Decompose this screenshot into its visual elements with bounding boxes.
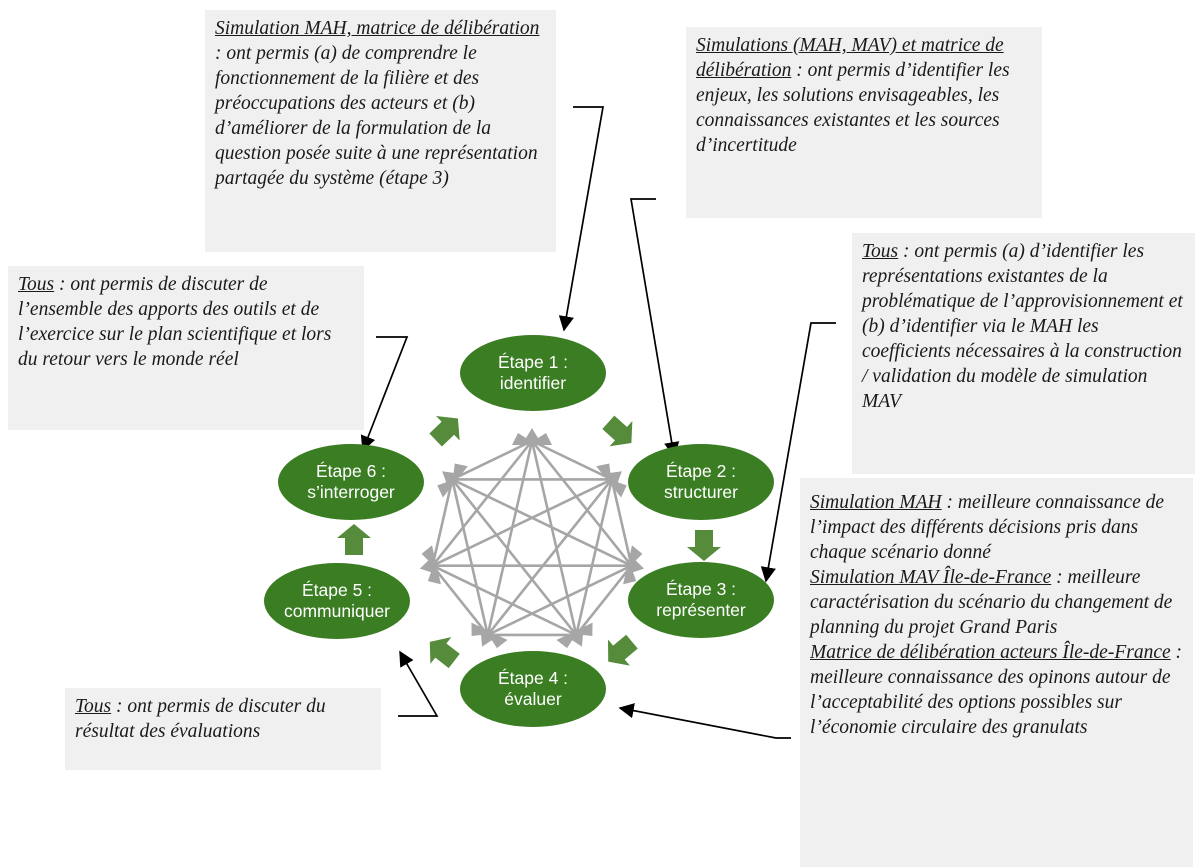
- network-node: [623, 545, 645, 585]
- note-bottom-right: Simulation MAH : meilleure connaissance …: [800, 478, 1193, 867]
- step-title: Étape 5 :: [301, 580, 373, 600]
- cycle-arrow-6-to-1: [429, 415, 460, 447]
- step-4-evaluer: Étape 4 : évaluer: [460, 651, 606, 727]
- note-head: Simulations (MAH, MAV) et matrice de dél…: [696, 35, 1004, 81]
- network-edge: [451, 478, 633, 567]
- network-edge: [610, 479, 633, 566]
- step-title: Étape 6 :: [315, 461, 387, 481]
- step-label: évaluer: [504, 689, 562, 709]
- network-node: [556, 622, 593, 649]
- cycle-arrow-4-to-5: [429, 637, 460, 669]
- network-node: [512, 428, 552, 445]
- network-edge: [431, 564, 577, 637]
- note-head: Tous: [75, 696, 112, 717]
- network-edge: [530, 440, 578, 636]
- step-2-structurer: Étape 2 : structurer: [628, 444, 774, 520]
- note-middle-right: Tous : ont permis (a) d’identifier les r…: [852, 233, 1195, 474]
- note-head: Simulation MAV Île-de-France: [810, 567, 1052, 588]
- step-1-identifier: Étape 1 : identifier: [460, 335, 606, 411]
- note-head: Matrice de délibération acteurs Île-de-F…: [810, 642, 1171, 663]
- step-label: identifier: [499, 373, 567, 393]
- network-node: [419, 545, 441, 585]
- note-head: Tous: [862, 241, 899, 262]
- connector-left-bottom: [398, 650, 439, 717]
- network-edge: [574, 479, 614, 636]
- step-title: Étape 4 :: [497, 668, 569, 688]
- step-5-communiquer: Étape 5 : communiquer: [264, 563, 410, 639]
- cycle-arrow-1-to-2: [602, 415, 633, 447]
- connector-left-top: [360, 336, 409, 452]
- connector-middle-right: [760, 322, 836, 583]
- connector-top-right: [629, 198, 680, 458]
- note-left-top: Tous : ont permis de discuter de l’ensem…: [8, 266, 364, 430]
- note-top-center: Simulation MAH, matrice de délibération …: [205, 10, 556, 252]
- step-label: structurer: [664, 482, 738, 502]
- note-body: : ont permis de discuter du résultat des…: [75, 696, 326, 742]
- network-node: [471, 622, 508, 649]
- network-edge: [486, 440, 534, 636]
- network-edge: [431, 479, 454, 566]
- note-body: : ont permis d’identifier les enjeux, le…: [696, 60, 1010, 156]
- network-node: [437, 463, 468, 498]
- note-head: Tous: [18, 274, 55, 295]
- center-network: [431, 439, 633, 637]
- network-edge: [451, 478, 578, 636]
- note-body: : meilleure caractérisation du scénario …: [810, 567, 1173, 638]
- cycle-arrow-2-to-3: [687, 530, 721, 561]
- network-edge: [451, 439, 533, 481]
- network-edge: [486, 478, 613, 636]
- network-edge: [531, 439, 613, 481]
- network-edge: [530, 440, 633, 567]
- step-label: représenter: [656, 600, 746, 620]
- note-body: : meilleure connaissance de l’impact des…: [810, 492, 1164, 563]
- cycle-arrow-3-to-4: [608, 634, 638, 666]
- center-network-nodes: [419, 428, 645, 649]
- note-body: : ont permis (a) d’identifier les représ…: [862, 241, 1183, 412]
- connector-bottom-right: [618, 703, 791, 739]
- network-edge: [450, 479, 490, 636]
- note-top-right: Simulations (MAH, MAV) et matrice de dél…: [686, 27, 1042, 218]
- network-edge: [487, 564, 633, 637]
- network-edge: [575, 564, 633, 636]
- network-edge: [431, 564, 489, 636]
- step-title: Étape 3 :: [665, 579, 737, 599]
- step-title: Étape 1 :: [497, 352, 569, 372]
- connector-top-center: [558, 106, 605, 332]
- network-edge: [431, 440, 534, 567]
- network-edge: [431, 478, 613, 567]
- note-head: Simulation MAH: [810, 492, 942, 513]
- step-label: s’interroger: [307, 482, 395, 502]
- step-title: Étape 2 :: [665, 461, 737, 481]
- note-body: : ont permis (a) de comprendre le foncti…: [215, 43, 538, 189]
- note-left-bottom: Tous : ont permis de discuter du résulta…: [65, 688, 381, 770]
- note-body: : meilleure connaissance des opinons aut…: [810, 642, 1183, 738]
- cycle-arrow-5-to-6: [337, 524, 371, 555]
- step-3-representer: Étape 3 : représenter: [628, 562, 774, 638]
- step-6-s-interroger: Étape 6 : s’interroger: [278, 444, 424, 520]
- note-head: Simulation MAH, matrice de délibération: [215, 18, 540, 39]
- network-node: [596, 463, 627, 498]
- step-label: communiquer: [283, 601, 391, 621]
- note-body: : ont permis de discuter de l’ensemble d…: [18, 274, 332, 370]
